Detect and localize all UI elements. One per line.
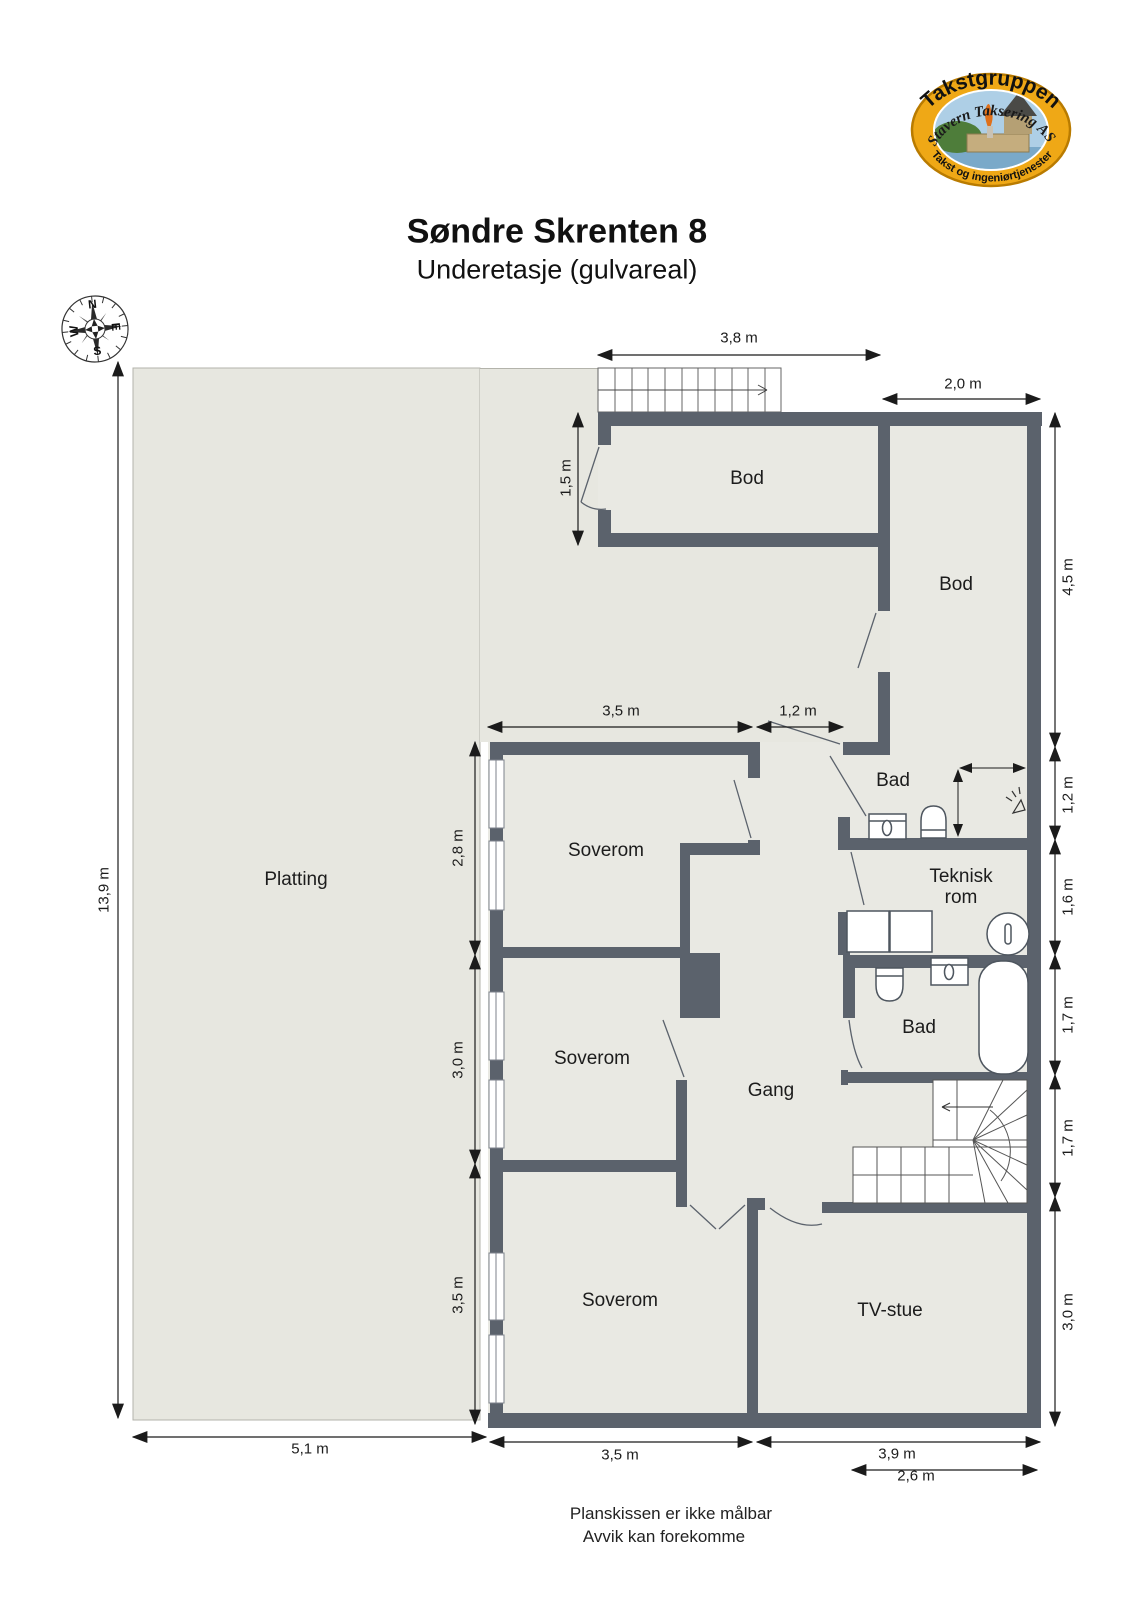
platting-area <box>132 367 890 1421</box>
room-label-bod-right: Bod <box>939 574 973 595</box>
dim-top-right: 2,0 m <box>944 375 982 393</box>
room-label-soverom-3: Soverom <box>581 1290 659 1311</box>
room-label-soverom-2: Soverom <box>553 1048 631 1069</box>
room-label-platting: Platting <box>264 869 328 890</box>
compass-n: N <box>87 297 97 312</box>
dim-right-6: 3,0 m <box>1059 1293 1077 1331</box>
walls <box>488 412 1042 1428</box>
dim-top-stairs: 3,8 m <box>720 329 758 347</box>
dim-right-2: 1,2 m <box>1059 776 1077 814</box>
dim-bottom-3: 3,9 m <box>878 1445 916 1463</box>
compass-e: E <box>109 322 124 331</box>
dim-right-4: 1,7 m <box>1059 996 1077 1034</box>
exterior-stairs <box>597 367 782 413</box>
footer-disclaimer-line1: Planskissen er ikke målbar <box>569 1504 773 1523</box>
toilet-icon <box>875 967 904 1002</box>
footer-disclaimer-line2: Avvik kan forekomme <box>582 1527 746 1546</box>
dimension-lines <box>112 349 1061 1476</box>
dim-left-outer: 13,9 m <box>95 867 113 913</box>
page-title: Søndre Skrenten 8 <box>406 212 708 251</box>
sink-icon <box>930 957 969 986</box>
room-label-teknisk-rom: Teknisk rom <box>929 866 993 908</box>
compass-s: S <box>93 343 102 358</box>
page-subtitle: Underetasje (gulvareal) <box>416 254 698 285</box>
windows <box>488 759 505 1404</box>
dim-bod-left: 1,5 m <box>557 459 575 497</box>
room-label-bad-lower: Bad <box>902 1017 936 1038</box>
dim-left-3: 3,5 m <box>449 1276 467 1314</box>
fixtures <box>846 786 1030 1075</box>
toilet-icon <box>920 805 947 839</box>
sink-icon <box>868 813 907 840</box>
compass-w: W <box>66 324 81 337</box>
logo-scene <box>935 92 1047 169</box>
dim-bottom-4: 2,6 m <box>897 1467 935 1485</box>
room-label-soverom-1: Soverom <box>567 840 645 861</box>
interior-stairs <box>852 1079 1028 1204</box>
company-logo: Takstgruppen Stavern Taksering AS Takst … <box>910 67 1072 188</box>
room-label-gang: Gang <box>747 1080 795 1101</box>
dim-right-5: 1,7 m <box>1059 1119 1077 1157</box>
compass-rose: N E S W <box>61 295 129 363</box>
dim-left-2: 3,0 m <box>449 1041 467 1079</box>
dim-mid-top-1: 3,5 m <box>602 702 640 720</box>
dim-right-1: 4,5 m <box>1059 558 1077 596</box>
dim-bottom-1: 5,1 m <box>291 1440 329 1458</box>
dim-left-1: 2,8 m <box>449 829 467 867</box>
shower-icon <box>1005 786 1026 814</box>
washing-machine-icon <box>846 910 933 953</box>
dim-mid-top-2: 1,2 m <box>779 702 817 720</box>
room-label-bad-upper: Bad <box>876 770 910 791</box>
room-label-tv-stue: TV-stue <box>857 1300 923 1321</box>
water-heater-icon <box>986 912 1030 956</box>
dim-right-3: 1,6 m <box>1059 878 1077 916</box>
dim-bottom-2: 3,5 m <box>601 1446 639 1464</box>
bathtub-icon <box>978 960 1029 1075</box>
room-label-bod-top: Bod <box>730 468 764 489</box>
